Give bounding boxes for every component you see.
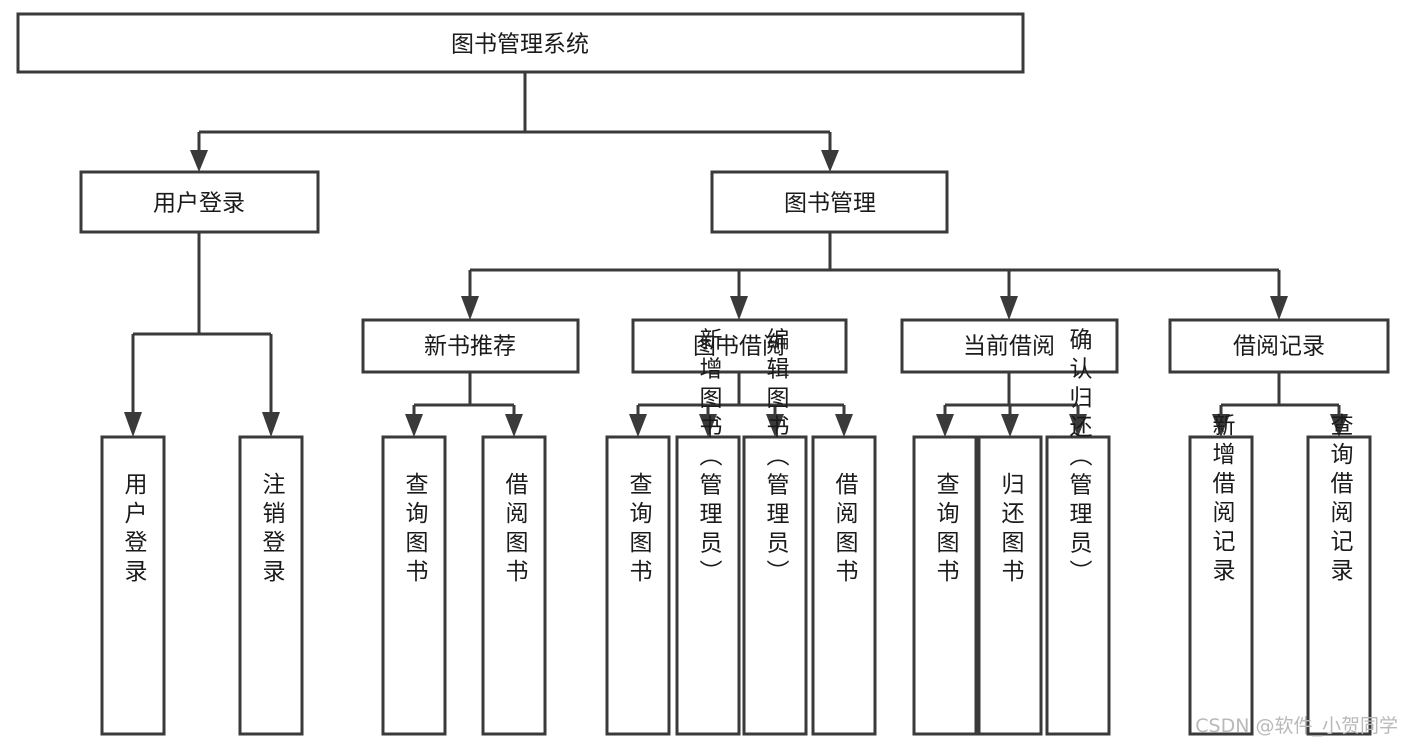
node-current-borrow[interactable]: 当前借阅 [900,318,1119,374]
node-root[interactable]: 图书管理系统 [16,12,1025,74]
node-leaf-add-book[interactable]: 新增图书（管理员） [675,328,741,736]
arrow-head-nbr-leaf-2 [505,414,523,437]
node-leaf-user-login[interactable]: 用户登录 [100,435,166,736]
node-new-book-recommend[interactable]: 新书推荐 [361,318,580,374]
node-leaf-query-book-2[interactable]: 查询图书 [605,435,671,736]
node-book-manage-label: 图书管理 [784,191,876,217]
node-book-manage-box[interactable] [710,170,949,234]
arrow-head-bb-leaf-1 [629,414,647,437]
arrow-head-bb-leaf-4 [835,414,853,437]
node-root-box[interactable] [16,12,1025,74]
node-leaf-add-book-label: 新增图书（管理员） [695,328,723,589]
node-leaf-query-record-box[interactable] [1306,435,1372,736]
node-leaf-borrow-book-2[interactable]: 借阅图书 [811,435,877,736]
node-leaf-user-logout[interactable]: 注销登录 [238,435,304,736]
node-leaf-query-book-2-box[interactable] [605,435,671,736]
node-leaf-edit-book[interactable]: 编辑图书（管理员） [742,328,808,736]
connector-group-book-manage [461,232,1288,320]
node-new-book-recommend-label: 新书推荐 [424,334,516,360]
connector-user-login-trunk [131,232,273,415]
node-leaf-return-book[interactable]: 归还图书 [977,435,1043,736]
arrow-head-br-leaf-2 [1330,414,1348,437]
node-leaf-query-book-1[interactable]: 查询图书 [381,435,447,736]
connector-group-current-borrow [936,372,1087,437]
node-leaf-return-book-label: 归还图书 [997,472,1025,588]
connector-group-book-borrow [629,372,853,437]
connector-group-new-book-recommend [405,372,523,437]
arrow-head-cb-leaf-2 [1001,414,1019,437]
node-user-login-label: 用户登录 [153,191,245,217]
node-leaf-user-login-box[interactable] [100,435,166,736]
node-leaf-query-book-1-box[interactable] [381,435,447,736]
connector-book-manage-trunk [468,232,1281,300]
arrow-head-to-book-borrow [730,296,748,320]
connector-new-book-recommend-trunk [412,372,516,418]
arrow-head-nbr-leaf-1 [405,414,423,437]
node-user-login[interactable]: 用户登录 [79,170,320,234]
node-leaf-borrow-book-2-label: 借阅图书 [831,472,859,588]
node-leaf-borrow-book-1-box[interactable] [481,435,547,736]
node-new-book-recommend-box[interactable] [361,318,580,374]
arrow-head-to-current-borrow [1000,296,1018,320]
connector-group-user-login [124,232,280,437]
arrow-head-bb-leaf-3 [766,414,784,437]
node-book-manage[interactable]: 图书管理 [710,170,949,234]
node-leaf-confirm-return-label: 确认归还（管理员） [1065,328,1093,589]
connector-group-root [190,72,839,172]
node-borrow-record-box[interactable] [1168,318,1390,374]
node-book-borrow[interactable]: 图书借阅 [631,318,848,374]
arrow-head-to-borrow-record [1270,296,1288,320]
arrow-head-to-user-login [190,150,208,172]
node-borrow-record-label: 借阅记录 [1233,334,1325,360]
node-leaf-add-record-label: 新增借阅记录 [1208,413,1236,587]
node-leaf-query-record[interactable]: 查询借阅记录 [1306,413,1372,736]
connector-group-borrow-record [1212,372,1348,437]
node-leaf-query-book-3-box[interactable] [912,435,978,736]
node-leaf-query-book-3-label: 查询图书 [932,472,960,588]
node-book-borrow-box[interactable] [631,318,848,374]
node-leaf-borrow-book-2-box[interactable] [811,435,877,736]
watermark-label: CSDN @软件_小贺同学 [1195,715,1398,737]
connector-borrow-record-trunk [1219,372,1341,418]
node-leaf-borrow-book-1[interactable]: 借阅图书 [481,435,547,736]
arrow-head-cb-leaf-1 [936,414,954,437]
connector-book-borrow-trunk [636,372,846,418]
node-leaf-add-book-box[interactable] [675,435,741,736]
node-root-label: 图书管理系统 [451,32,589,58]
node-leaf-query-book-3[interactable]: 查询图书 [912,435,978,736]
arrow-head-cb-leaf-3 [1069,414,1087,437]
arrow-head-to-new-book-recommend [461,296,479,320]
node-leaf-user-logout-label: 注销登录 [258,472,286,588]
node-current-borrow-box[interactable] [900,318,1119,374]
node-leaf-query-record-label: 查询借阅记录 [1326,413,1354,587]
node-leaf-confirm-return[interactable]: 确认归还（管理员） [1045,328,1111,736]
node-leaf-query-book-1-label: 查询图书 [401,472,429,588]
arrow-head-to-leaf-user-login [124,412,142,437]
node-leaf-query-book-2-label: 查询图书 [625,472,653,588]
node-user-login-box[interactable] [79,170,320,234]
node-leaf-borrow-book-1-label: 借阅图书 [501,472,529,588]
node-leaf-edit-book-label: 编辑图书（管理员） [762,328,790,589]
arrow-head-br-leaf-1 [1212,414,1230,437]
node-leaf-confirm-return-box[interactable] [1045,435,1111,736]
connector-current-borrow-trunk [943,372,1080,418]
arrow-head-to-leaf-user-logout [262,412,280,437]
node-leaf-user-logout-box[interactable] [238,435,304,736]
connector-root-trunk [197,72,832,155]
node-leaf-return-book-box[interactable] [977,435,1043,736]
node-leaf-user-login-label: 用户登录 [120,472,148,588]
node-leaf-add-record[interactable]: 新增借阅记录 [1188,413,1254,736]
node-leaf-add-record-box[interactable] [1188,435,1254,736]
node-leaf-edit-book-box[interactable] [742,435,808,736]
arrow-head-to-book-manage [821,150,839,172]
node-borrow-record[interactable]: 借阅记录 [1168,318,1390,374]
node-book-borrow-label: 图书借阅 [693,334,785,360]
node-current-borrow-label: 当前借阅 [963,334,1055,360]
arrow-head-bb-leaf-2 [699,414,717,437]
